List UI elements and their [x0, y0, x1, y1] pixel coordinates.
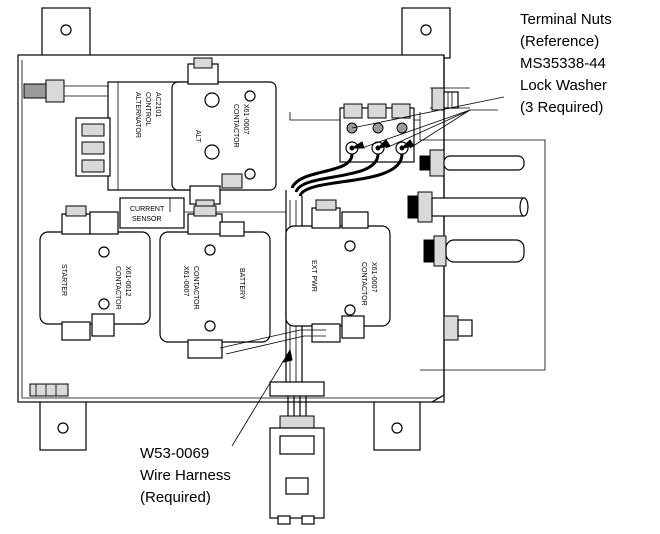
current-sensor-label-2: SENSOR	[132, 216, 162, 223]
callout-top-line-4: Lock Washer	[520, 77, 607, 94]
callout-top-line-2: (Reference)	[520, 33, 599, 50]
mounting-tab-top-left	[41, 7, 91, 59]
mounting-tab-bottom-left	[39, 399, 87, 451]
battery-contactor: X61-0007 CONTACTOR BATTERY	[159, 205, 271, 359]
stud-post-1	[419, 149, 525, 177]
callout-bottom-line-1: W53-0069	[140, 445, 209, 462]
terminal-block	[339, 103, 415, 163]
callout-bottom-line-2: Wire Harness	[140, 467, 231, 484]
mounting-tab-bottom-right	[373, 399, 421, 451]
starter-contactor: STARTER CONTACTOR X61-0012	[39, 205, 151, 341]
battery-contactor-type: CONTACTOR	[192, 266, 199, 310]
mounting-tab-top-right	[401, 7, 451, 59]
ext-pwr-contactor-name: EXT PWR	[310, 260, 317, 292]
leader-lines	[231, 96, 505, 447]
starter-contactor-type: CONTACTOR	[114, 266, 121, 310]
callout-wire-harness: W53-0069 Wire Harness (Required)	[140, 445, 231, 506]
callout-top-line-1: Terminal Nuts	[520, 11, 612, 28]
ext-pwr-contactor-part: X61-0007	[370, 262, 377, 292]
stud-post-4	[443, 315, 473, 341]
current-sensor-label-1: CURRENT	[130, 206, 165, 213]
alt-contactor: ALT CONTACTOR X61-0007	[171, 57, 277, 211]
battery-contactor-name: BATTERY	[238, 268, 245, 300]
stud-post-2	[407, 191, 529, 223]
callout-bottom-line-3: (Required)	[140, 489, 211, 506]
top-right-bolt	[431, 87, 459, 111]
harness-connector	[269, 381, 325, 525]
callout-top-line-5: (3 Required)	[520, 99, 603, 116]
starter-contactor-part: X61-0012	[124, 266, 131, 296]
interconnect-wires	[169, 198, 326, 355]
alternator-control-label-2: CONTROL	[144, 92, 151, 126]
callout-terminal-nuts: Terminal Nuts (Reference) MS35338-44 Loc…	[520, 11, 612, 116]
stud-post-3	[423, 235, 525, 267]
alt-contactor-type: CONTACTOR	[232, 104, 239, 148]
ext-pwr-contactor-type: CONTACTOR	[360, 262, 367, 306]
alt-contactor-name: ALT	[194, 130, 201, 143]
starter-contactor-name: STARTER	[60, 264, 67, 296]
battery-contactor-part: X61-0007	[182, 266, 189, 296]
top-left-bolt	[23, 79, 108, 103]
callout-top-line-3: MS35338-44	[520, 55, 606, 72]
ext-pwr-contactor: EXT PWR CONTACTOR X61-0007	[285, 199, 391, 343]
alternator-control-label-3: AC2101	[154, 92, 161, 117]
alternator-control-label-1: ALTERNATOR	[134, 92, 141, 138]
alt-contactor-part: X61-0007	[242, 104, 249, 134]
